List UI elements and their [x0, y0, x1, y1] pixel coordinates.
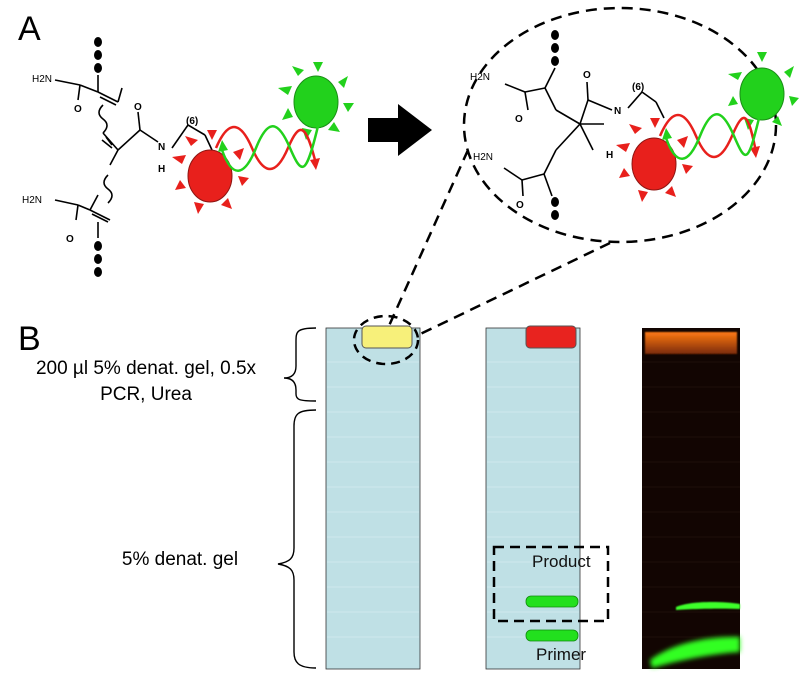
zoom-circle — [386, 6, 778, 340]
carbonyl-label-3: O — [66, 234, 74, 245]
zoom-hydrogen-label: H — [606, 150, 613, 161]
zoom-amide-label-bottom: H2N — [473, 152, 493, 163]
structure-labels-left: H2N O O N H (6) H2N O — [22, 74, 198, 245]
gel-lanes-2 — [487, 361, 579, 638]
panel-a-letter: A — [18, 10, 41, 48]
zoom-green-excitation-wave — [664, 113, 762, 160]
scan-primer-band — [650, 636, 740, 668]
structure-labels-zoom: H2N O O N H (6) H2N O — [470, 70, 644, 211]
product-label: Product — [532, 552, 591, 571]
primer-label: Primer — [536, 645, 586, 664]
zoom-carbonyl-label-1: O — [515, 114, 523, 125]
zoom-amide-label-top: H2N — [470, 72, 490, 83]
resolving-gel-label: 5% denat. gel — [122, 549, 238, 570]
resolving-gel-brace — [277, 409, 317, 669]
red-sample-band — [525, 325, 577, 349]
crosslinked-structure — [503, 30, 665, 220]
red-fluorophore-icon — [172, 130, 249, 214]
gel-before-run — [325, 314, 421, 670]
zoom-red-fluorophore-icon — [616, 118, 693, 202]
zoom-green-wave-arrowhead — [662, 128, 672, 140]
zoom-linker-label: (6) — [632, 82, 644, 93]
amide-label-bottom: H2N — [22, 195, 42, 206]
chain-continuation-top — [94, 37, 102, 73]
stacking-gel-brace — [283, 327, 317, 402]
sample-zoom-circle — [352, 314, 420, 366]
fret-dye-pair-zoom — [616, 52, 799, 202]
green-wave-arrowhead — [218, 140, 228, 152]
zoom-green-fluorophore-icon — [728, 52, 799, 130]
scan-orange-band — [645, 332, 737, 354]
product-band — [525, 595, 579, 608]
red-wave-arrowhead — [310, 158, 320, 170]
chain-continuation-bottom — [94, 241, 102, 277]
zoom-carbonyl-label-3: O — [516, 200, 524, 211]
fret-dye-pair-left — [172, 62, 354, 214]
reaction-arrow-icon — [368, 104, 432, 156]
zoom-nitrogen-label: N — [614, 106, 621, 117]
yellow-sample-band — [361, 325, 413, 349]
gel-fluorescence-scan — [642, 328, 740, 669]
carbonyl-label-2: O — [134, 102, 142, 113]
carbonyl-label-1: O — [74, 104, 82, 115]
green-excitation-wave — [220, 125, 320, 172]
green-fluorophore-icon — [278, 62, 354, 140]
scan-product-band — [676, 602, 740, 610]
primer-band — [525, 629, 579, 642]
linker-label: (6) — [186, 116, 198, 127]
zoom-red-emission-wave — [658, 114, 758, 158]
stacking-gel-label-line1: 200 µl 5% denat. gel, 0.5x — [36, 358, 257, 379]
hydrogen-label: H — [158, 164, 165, 175]
gel-after-run: Product Primer — [485, 325, 610, 670]
amide-label-top: H2N — [32, 74, 52, 85]
stacking-gel-label-line2: PCR, Urea — [100, 384, 192, 405]
product-box — [492, 545, 610, 623]
gel-lanes-1 — [327, 361, 419, 638]
nitrogen-label: N — [158, 142, 165, 153]
scan-lane-lines — [642, 361, 740, 638]
zoom-connector-left — [386, 149, 470, 329]
zoom-red-wave-arrowhead — [750, 146, 760, 158]
zoom-carbonyl-label-2: O — [583, 70, 591, 81]
zoom-connector-right — [411, 241, 611, 340]
polyacrylamide-structure — [54, 37, 213, 277]
red-emission-wave — [214, 126, 318, 170]
panel-b-letter: B — [18, 320, 41, 358]
